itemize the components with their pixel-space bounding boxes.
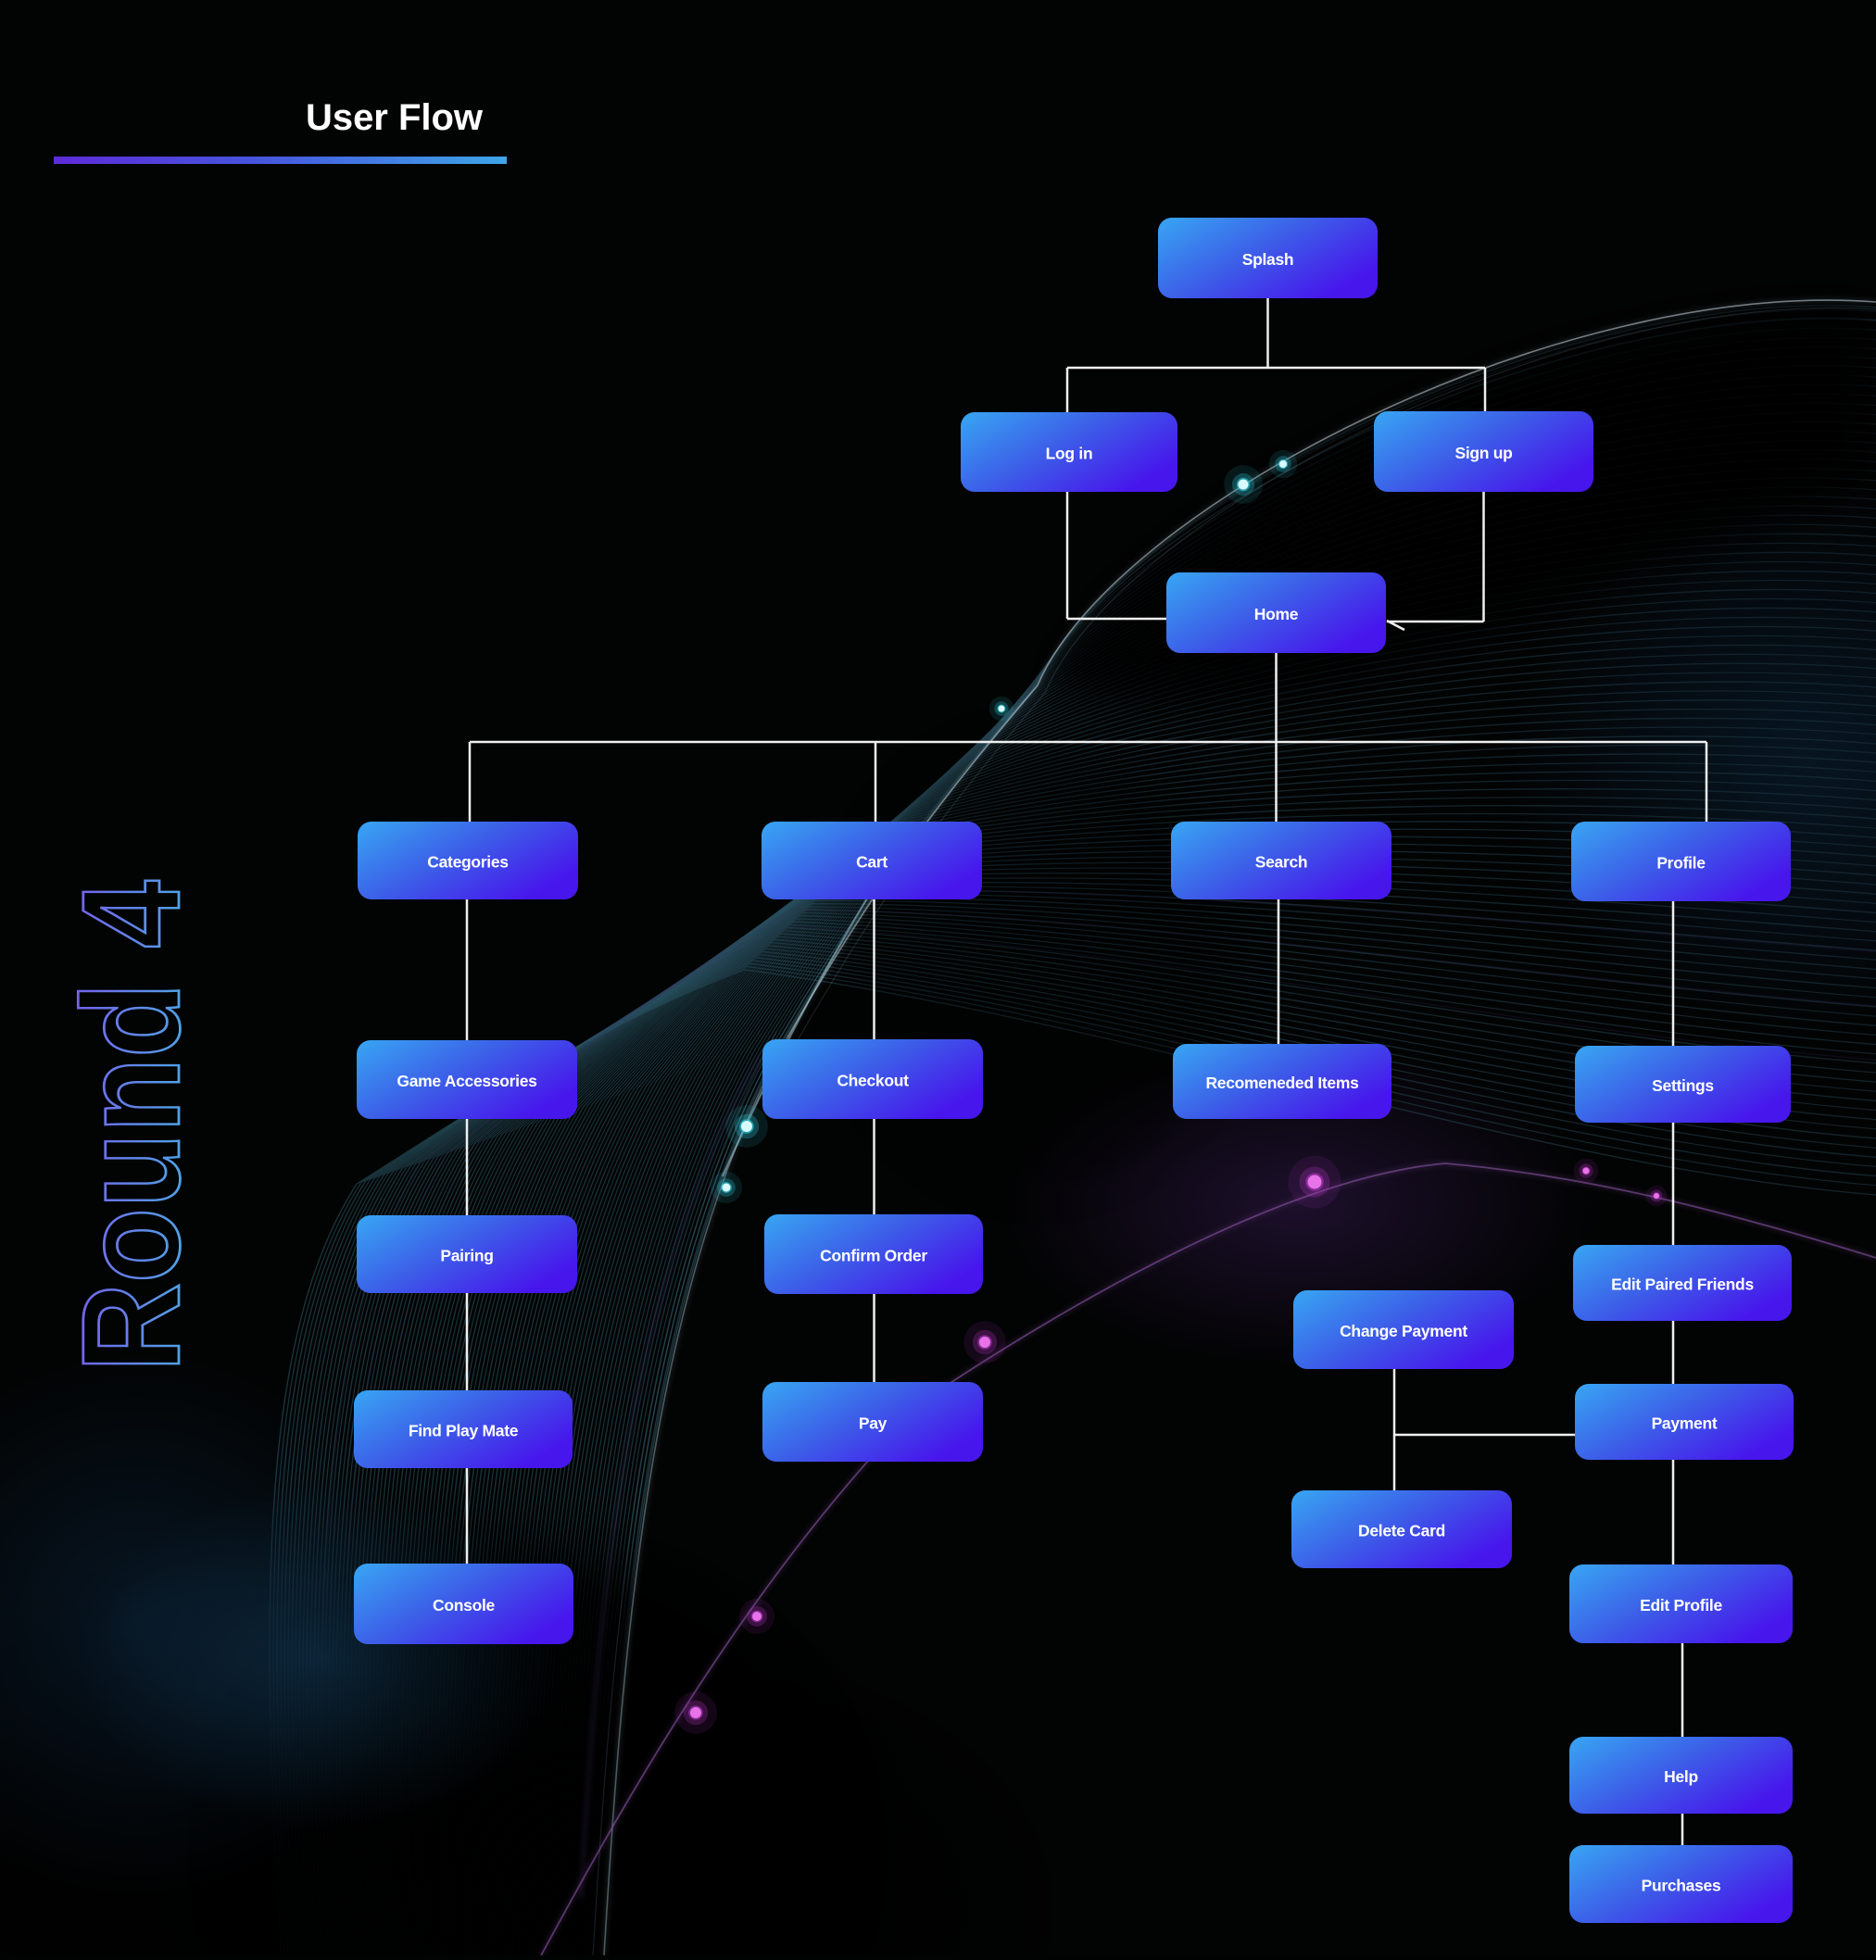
svg-text:Pairing: Pairing <box>440 1247 493 1265</box>
svg-text:Log in: Log in <box>1046 445 1093 463</box>
svg-text:Profile: Profile <box>1656 854 1706 873</box>
svg-text:Home: Home <box>1254 605 1299 623</box>
svg-text:Sign up: Sign up <box>1454 444 1512 462</box>
svg-text:Payment: Payment <box>1652 1414 1718 1433</box>
svg-text:Console: Console <box>433 1596 496 1614</box>
svg-text:Help: Help <box>1664 1767 1698 1786</box>
svg-text:Splash: Splash <box>1242 250 1294 269</box>
svg-text:Confirm Order: Confirm Order <box>820 1247 927 1265</box>
svg-text:Purchases: Purchases <box>1642 1877 1721 1895</box>
svg-text:User Flow: User Flow <box>306 97 484 138</box>
svg-text:Recomeneded Items: Recomeneded Items <box>1205 1074 1359 1092</box>
svg-text:Pay: Pay <box>859 1414 888 1433</box>
svg-text:Cart: Cart <box>856 853 888 872</box>
svg-text:Edit Profile: Edit Profile <box>1640 1596 1722 1614</box>
svg-text:Change Payment: Change Payment <box>1340 1322 1467 1340</box>
svg-text:Settings: Settings <box>1652 1076 1714 1095</box>
svg-text:Checkout: Checkout <box>837 1072 909 1090</box>
svg-text:Find Play Mate: Find Play Mate <box>409 1422 519 1440</box>
svg-text:Categories: Categories <box>427 853 509 872</box>
svg-text:Edit Paired Friends: Edit Paired Friends <box>1611 1275 1754 1294</box>
svg-text:Game Accessories: Game Accessories <box>397 1072 537 1090</box>
svg-text:Delete Card: Delete Card <box>1358 1522 1445 1540</box>
svg-text:Search: Search <box>1255 853 1308 872</box>
svg-text:Round 4: Round 4 <box>53 880 208 1372</box>
